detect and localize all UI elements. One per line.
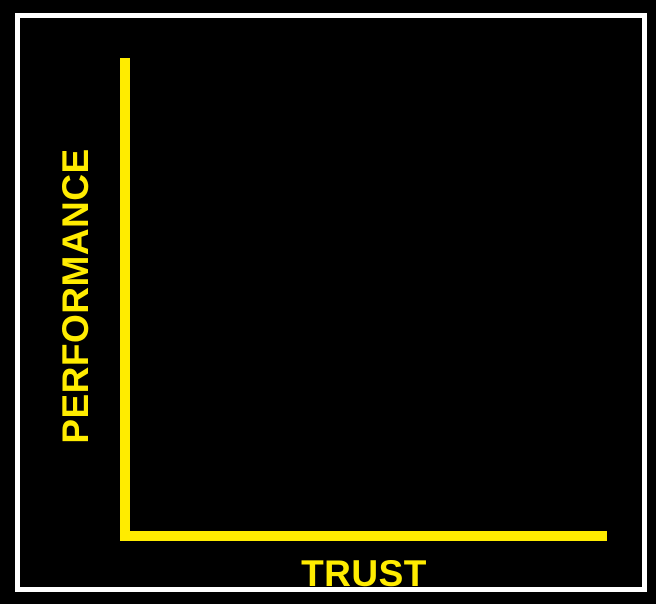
- y-axis-line: [120, 58, 130, 541]
- x-axis-label: TRUST: [301, 553, 427, 594]
- y-axis-label: PERFORMANCE: [55, 148, 96, 444]
- x-axis-line: [120, 531, 607, 541]
- chart-frame-border: PERFORMANCE TRUST: [15, 13, 647, 594]
